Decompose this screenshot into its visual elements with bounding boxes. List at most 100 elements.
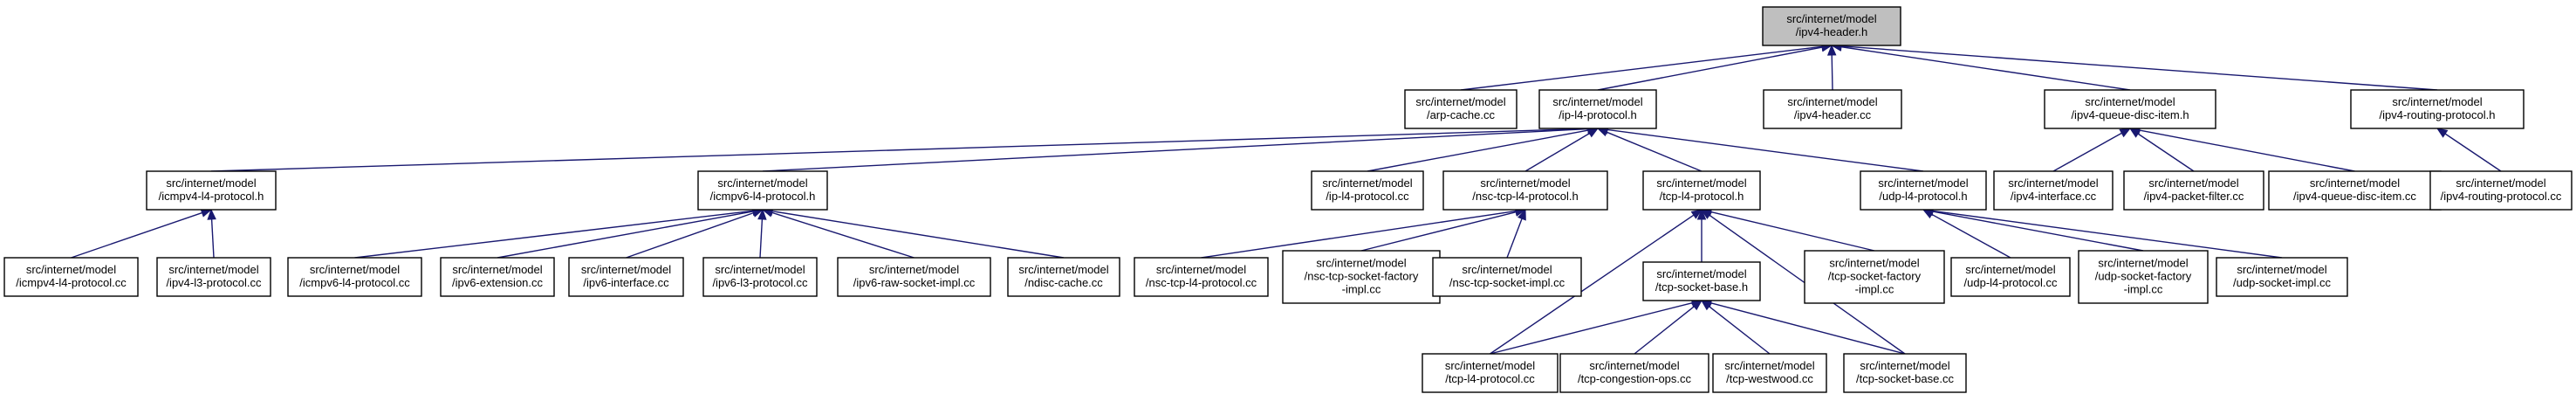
node-label-line: src/internet/model bbox=[1878, 176, 1968, 190]
node-nsccc[interactable]: src/internet/model/nsc-tcp-l4-protocol.c… bbox=[1134, 257, 1269, 297]
node-tsbcc[interactable]: src/internet/model/tcp-socket-base.cc bbox=[1843, 353, 1967, 393]
node-box bbox=[2216, 257, 2348, 297]
node-box bbox=[1763, 89, 1902, 129]
edge-line bbox=[1460, 45, 1823, 91]
node-label-line: src/internet/model bbox=[26, 263, 116, 276]
edge-nscimpl-to-nsch bbox=[1506, 208, 1526, 259]
node-if6cc[interactable]: src/internet/model/ipv6-interface.cc bbox=[568, 257, 684, 297]
node-icmp4h[interactable]: src/internet/model/icmpv4-l4-protocol.h bbox=[146, 170, 277, 211]
node-nscimpl[interactable]: src/internet/model/nsc-tcp-socket-impl.c… bbox=[1432, 257, 1582, 297]
edge-tsbh-to-tcph bbox=[1696, 208, 1707, 262]
node-qdih[interactable]: src/internet/model/ipv4-queue-disc-item.… bbox=[2044, 89, 2216, 129]
arrowhead-icon bbox=[1690, 300, 1703, 311]
node-box bbox=[1422, 353, 1559, 393]
node-label-line: src/internet/model bbox=[1965, 263, 2055, 276]
node-nscfact[interactable]: src/internet/model/nsc-tcp-socket-factor… bbox=[1282, 250, 1441, 304]
arrowhead-icon bbox=[757, 208, 767, 220]
edge-line bbox=[1932, 210, 2283, 259]
node-label-line: /nsc-tcp-l4-protocol.h bbox=[1472, 190, 1578, 203]
edge-line bbox=[354, 210, 754, 259]
edge-westcc-to-tsbh bbox=[1700, 300, 1771, 355]
node-rph[interactable]: src/internet/model/ipv4-routing-protocol… bbox=[2350, 89, 2525, 129]
node-label-line: /tcp-l4-protocol.cc bbox=[1445, 372, 1535, 385]
edge-ipv4l3cc-to-icmp4h bbox=[207, 208, 216, 259]
node-tsbh[interactable]: src/internet/model/tcp-socket-base.h bbox=[1642, 261, 1761, 301]
node-box bbox=[1432, 257, 1582, 297]
node-box bbox=[1843, 353, 1967, 393]
node-westcc[interactable]: src/internet/model/tcp-westwood.cc bbox=[1712, 353, 1827, 393]
node-tcpcc[interactable]: src/internet/model/tcp-l4-protocol.cc bbox=[1422, 353, 1559, 393]
node-rpcc[interactable]: src/internet/model/ipv4-routing-protocol… bbox=[2429, 170, 2573, 211]
node-label-line: /ipv4-queue-disc-item.h bbox=[2071, 108, 2189, 121]
node-label-line: src/internet/model bbox=[1656, 267, 1746, 280]
node-extcc[interactable]: src/internet/model/ipv6-extension.cc bbox=[440, 257, 555, 297]
edge-hdrcc-to-root bbox=[1826, 44, 1837, 91]
node-label-line: /ipv4-header.h bbox=[1796, 25, 1867, 38]
node-ipl4h[interactable]: src/internet/model/ip-l4-protocol.h bbox=[1538, 89, 1657, 129]
node-label-line: src/internet/model bbox=[1480, 176, 1570, 190]
node-label-line: /icmpv4-l4-protocol.h bbox=[159, 190, 264, 203]
node-label-line: /nsc-tcp-l4-protocol.cc bbox=[1146, 276, 1257, 289]
arrowhead-icon bbox=[1826, 44, 1837, 56]
node-udph[interactable]: src/internet/model/udp-l4-protocol.h bbox=[1860, 170, 1987, 211]
node-label-line: src/internet/model bbox=[1415, 95, 1505, 108]
node-label-line: /icmpv4-l4-protocol.cc bbox=[16, 276, 127, 289]
node-label-line: /ipv4-queue-disc-item.cc bbox=[2293, 190, 2416, 203]
node-label-line: src/internet/model bbox=[1552, 95, 1642, 108]
node-box bbox=[1642, 261, 1761, 301]
edge-line bbox=[210, 128, 1589, 172]
node-label-line: src/internet/model bbox=[1462, 263, 1552, 276]
node-qdicc[interactable]: src/internet/model/ipv4-queue-disc-item.… bbox=[2268, 170, 2442, 211]
node-label-line: src/internet/model bbox=[166, 176, 256, 190]
edge-line bbox=[1597, 46, 1823, 91]
edge-line bbox=[1710, 302, 1906, 355]
node-label-line: /udp-socket-impl.cc bbox=[2233, 276, 2331, 289]
node-box bbox=[2429, 170, 2573, 211]
node-box bbox=[1642, 170, 1761, 211]
node-box bbox=[1404, 89, 1518, 129]
node-label-line: /ipv4-packet-filter.cc bbox=[2144, 190, 2244, 203]
node-tcpfact[interactable]: src/internet/model/tcp-socket-factory-im… bbox=[1804, 250, 1945, 304]
node-label-line: /tcp-westwood.cc bbox=[1726, 372, 1813, 385]
arrowhead-icon bbox=[2119, 128, 2132, 138]
node-label-line: /ipv6-extension.cc bbox=[452, 276, 544, 289]
node-tcph[interactable]: src/internet/model/tcp-l4-protocol.h bbox=[1642, 170, 1761, 211]
node-label-line: /ip-l4-protocol.cc bbox=[1326, 190, 1409, 203]
node-pfcc[interactable]: src/internet/model/ipv4-packet-filter.cc bbox=[2123, 170, 2264, 211]
node-udpcc[interactable]: src/internet/model/udp-l4-protocol.cc bbox=[1950, 257, 2071, 297]
node-label-line: /tcp-l4-protocol.h bbox=[1660, 190, 1744, 203]
node-ifcc[interactable]: src/internet/model/ipv4-interface.cc bbox=[1993, 170, 2114, 211]
edge-qdicc-to-qdih bbox=[2128, 125, 2355, 172]
node-label-line: src/internet/model bbox=[715, 263, 805, 276]
node-hdrcc[interactable]: src/internet/model/ipv4-header.cc bbox=[1763, 89, 1902, 129]
node-label-line: -impl.cc bbox=[1855, 283, 1894, 296]
node-icmp4cc[interactable]: src/internet/model/icmpv4-l4-protocol.cc bbox=[3, 257, 139, 297]
node-udpimpl[interactable]: src/internet/model/udp-socket-impl.cc bbox=[2216, 257, 2348, 297]
node-ipv4l3cc[interactable]: src/internet/model/ipv4-l3-protocol.cc bbox=[156, 257, 271, 297]
node-nsch[interactable]: src/internet/model/nsc-tcp-l4-protocol.h bbox=[1442, 170, 1608, 211]
node-box bbox=[156, 257, 271, 297]
node-label-line: src/internet/model bbox=[2085, 95, 2175, 108]
arrowhead-icon bbox=[1700, 209, 1713, 219]
node-arp[interactable]: src/internet/model/arp-cache.cc bbox=[1404, 89, 1518, 129]
node-box bbox=[1993, 170, 2114, 211]
node-box bbox=[837, 257, 991, 297]
node-ipv6l3cc[interactable]: src/internet/model/ipv6-l3-protocol.cc bbox=[702, 257, 818, 297]
edge-tcpfact-to-tcph bbox=[1700, 207, 1875, 252]
edge-line bbox=[1490, 302, 1693, 355]
node-ipl4cc[interactable]: src/internet/model/ip-l4-protocol.cc bbox=[1311, 170, 1424, 211]
node-ndisccc[interactable]: src/internet/model/ndisc-cache.cc bbox=[1007, 257, 1120, 297]
node-label-line: /tcp-congestion-ops.cc bbox=[1578, 372, 1692, 385]
node-congcc[interactable]: src/internet/model/tcp-congestion-ops.cc bbox=[1559, 353, 1709, 393]
node-udpfact[interactable]: src/internet/model/udp-socket-factory-im… bbox=[2078, 250, 2209, 304]
node-label-line: /ipv4-interface.cc bbox=[2011, 190, 2097, 203]
node-box bbox=[702, 257, 818, 297]
node-icmp6h[interactable]: src/internet/model/icmpv6-l4-protocol.h bbox=[697, 170, 828, 211]
node-rawcc[interactable]: src/internet/model/ipv6-raw-socket-impl.… bbox=[837, 257, 991, 297]
node-icmp6cc[interactable]: src/internet/model/icmpv6-l4-protocol.cc bbox=[287, 257, 422, 297]
node-box bbox=[1762, 6, 1901, 46]
node-label-line: /ndisc-cache.cc bbox=[1024, 276, 1103, 289]
edge-ipv6l3cc-to-icmp6h bbox=[757, 208, 767, 259]
edge-line bbox=[2137, 133, 2195, 172]
